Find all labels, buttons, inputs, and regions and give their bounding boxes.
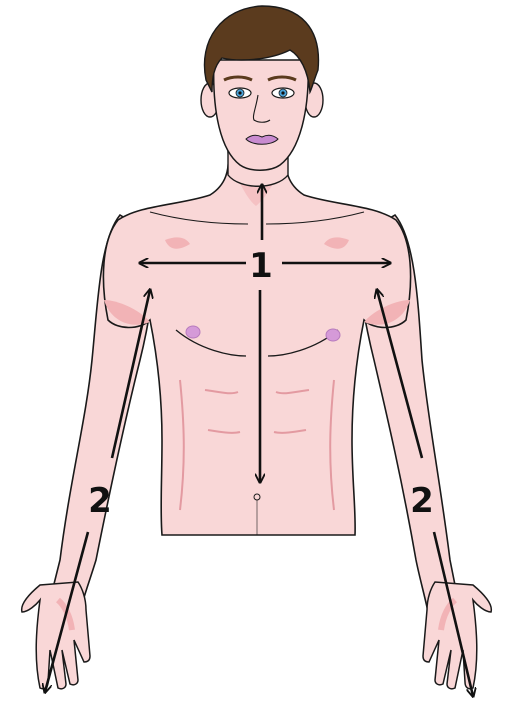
torso xyxy=(103,150,410,535)
left-eye xyxy=(229,88,251,98)
right-nipple xyxy=(326,329,340,341)
right-eye xyxy=(272,88,294,98)
left-nipple xyxy=(186,326,200,338)
lips xyxy=(246,135,278,144)
right-hand xyxy=(423,582,491,689)
body-silhouette xyxy=(45,150,462,630)
label-1: 1 xyxy=(249,246,273,286)
left-hand xyxy=(22,582,90,689)
label-2-right: 2 xyxy=(410,481,434,521)
label-2-left: 2 xyxy=(88,481,112,521)
head xyxy=(201,6,323,186)
navel xyxy=(254,494,260,500)
